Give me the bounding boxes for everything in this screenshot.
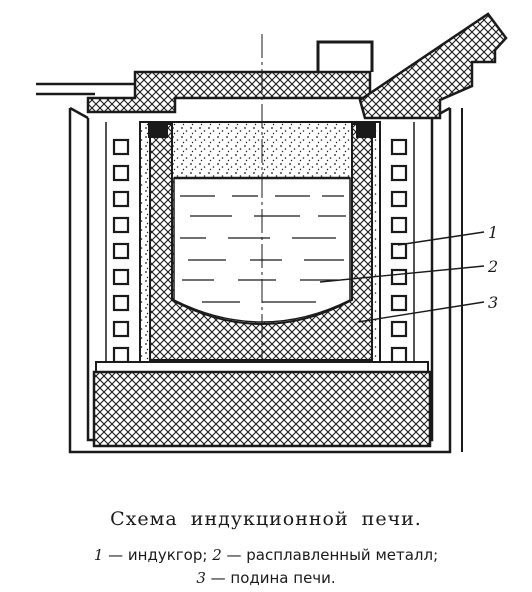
callout-3: 3 bbox=[488, 293, 498, 312]
pouring-spout bbox=[358, 12, 508, 120]
left-pipe bbox=[36, 82, 135, 96]
legend-number-2: 2 bbox=[212, 546, 222, 564]
callout-2: 2 bbox=[487, 257, 498, 276]
legend-number-3: 3 bbox=[196, 569, 206, 587]
legend-text-2: — расплавленный металл; bbox=[221, 546, 439, 564]
left-top-block bbox=[148, 122, 168, 138]
lid-handle bbox=[316, 40, 374, 72]
legend-line-1: 1 — индукгор; 2 — расплавленный металл; bbox=[0, 546, 532, 564]
callout-1: 1 bbox=[488, 223, 498, 242]
inductor-coil-right bbox=[390, 138, 408, 364]
furnace-hearth bbox=[92, 370, 432, 448]
legend-number-1: 1 bbox=[93, 546, 104, 564]
induction-furnace-diagram: 1 2 3 bbox=[36, 12, 508, 454]
right-top-block bbox=[356, 122, 376, 138]
legend-text-3: — подина печи. bbox=[205, 569, 336, 587]
crucible-wall bbox=[149, 123, 373, 361]
inductor-coil-left bbox=[112, 138, 130, 364]
lid bbox=[86, 70, 372, 114]
hearth-top-plate bbox=[95, 361, 429, 373]
leader-lines bbox=[319, 231, 485, 323]
legend-line-2: 3 — подина печи. bbox=[0, 569, 532, 587]
legend-text-1: — индукгор; bbox=[103, 546, 213, 564]
figure-title: Схема индукционной печи. bbox=[110, 508, 422, 530]
